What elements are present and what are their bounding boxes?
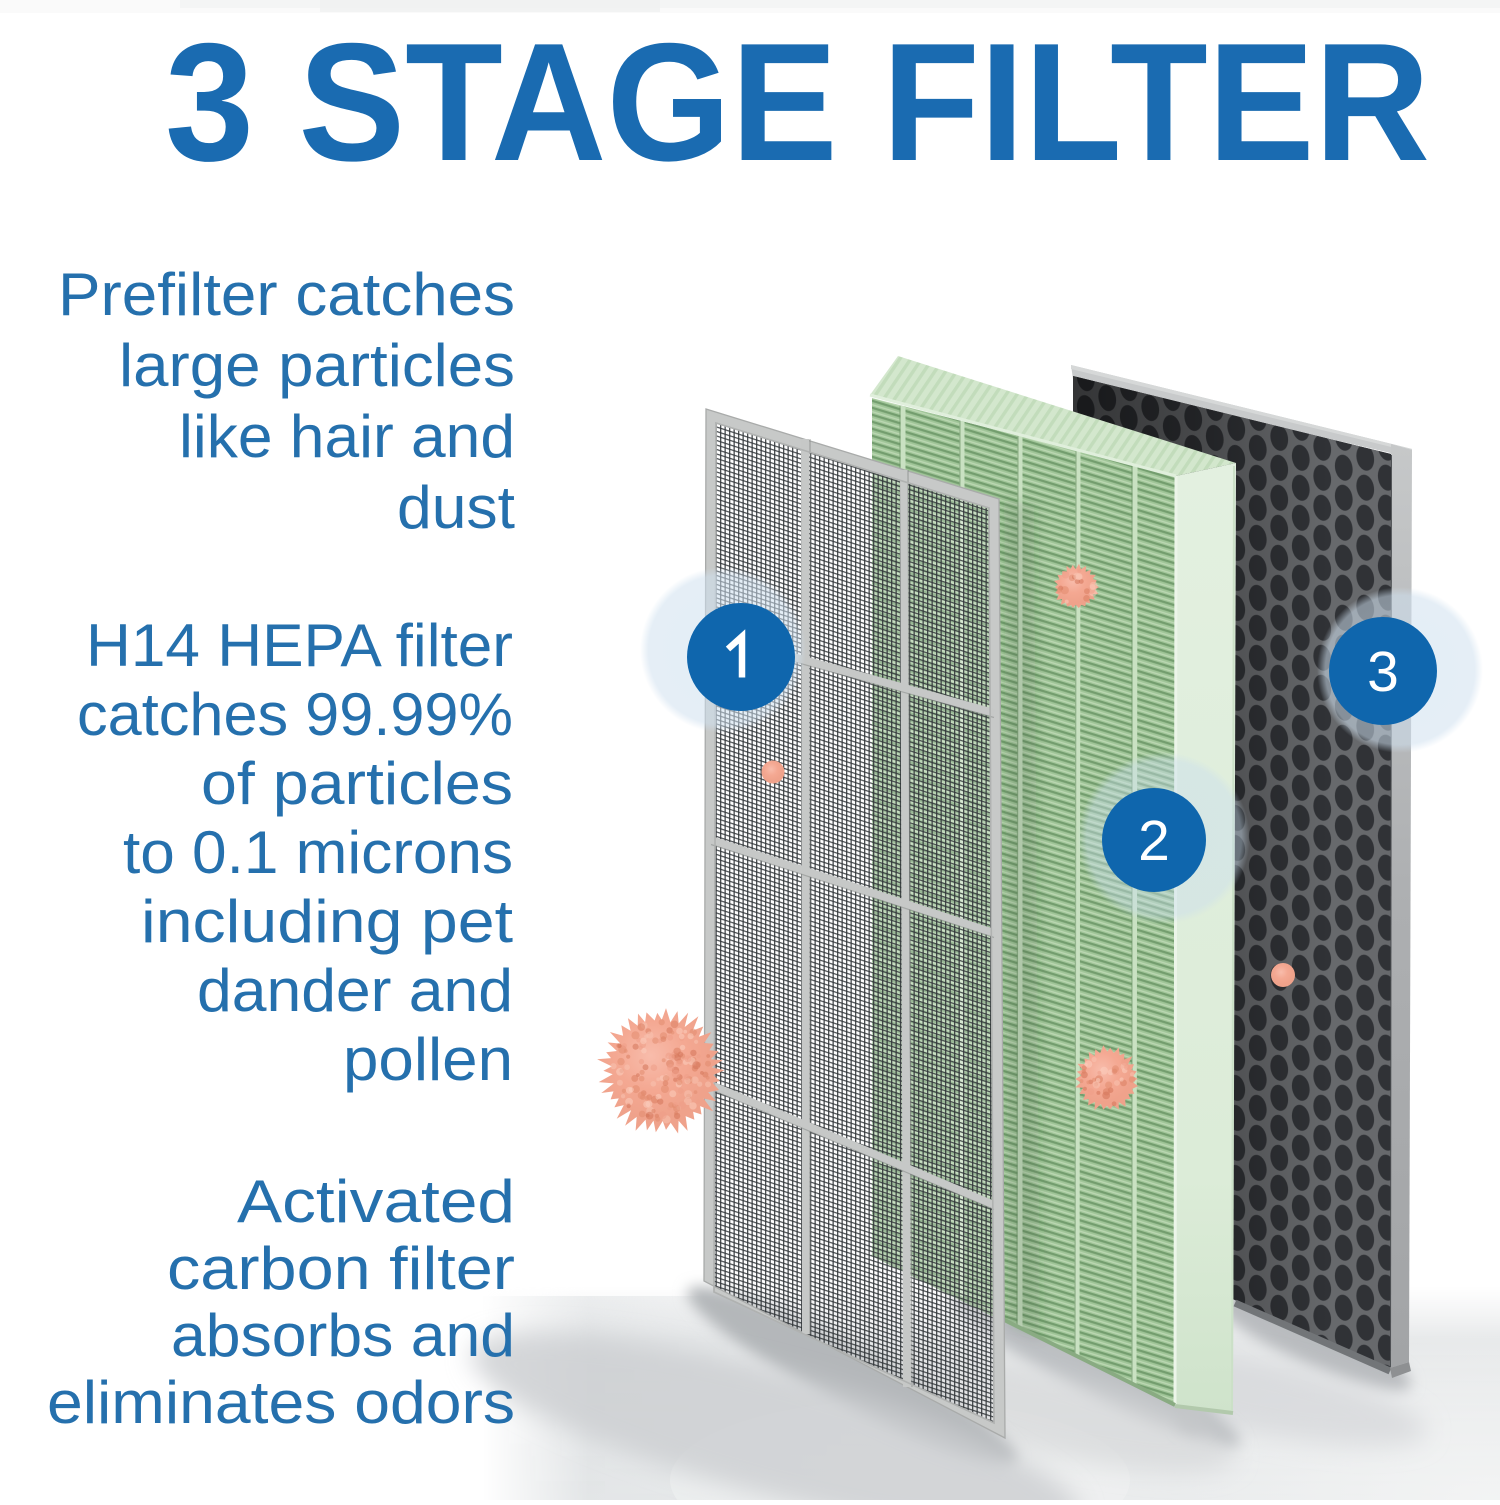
svg-text:3 STAGE FILTER: 3 STAGE FILTER — [165, 8, 1430, 196]
svg-text:pollen: pollen — [343, 1026, 513, 1093]
svg-text:catches 99.99%: catches 99.99% — [77, 681, 513, 748]
svg-text:absorbs and: absorbs and — [171, 1302, 515, 1369]
svg-text:of particles: of particles — [201, 750, 513, 817]
svg-text:dust: dust — [397, 474, 515, 541]
svg-text:eliminates odors: eliminates odors — [47, 1369, 515, 1436]
svg-text:dander and: dander and — [197, 957, 513, 1024]
svg-text:carbon filter: carbon filter — [167, 1235, 515, 1302]
svg-text:including pet: including pet — [141, 888, 513, 955]
svg-text:Prefilter catches: Prefilter catches — [58, 261, 515, 328]
svg-text:to 0.1 microns: to 0.1 microns — [123, 819, 513, 886]
svg-text:3: 3 — [1367, 640, 1399, 704]
svg-text:H14 HEPA filter: H14 HEPA filter — [86, 612, 513, 679]
svg-text:like hair and: like hair and — [179, 403, 515, 470]
svg-text:2: 2 — [1138, 809, 1170, 873]
svg-text:large particles: large particles — [119, 332, 515, 399]
svg-text:Activated: Activated — [237, 1168, 515, 1235]
